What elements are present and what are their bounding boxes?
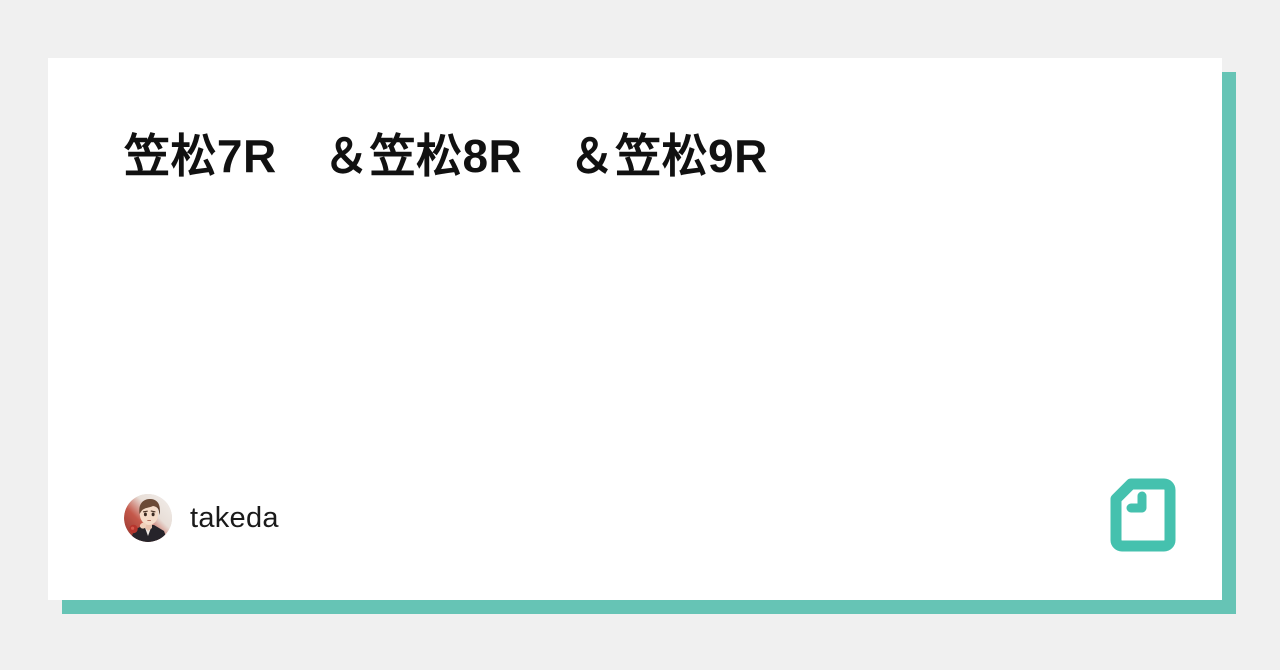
page-title: 笠松7R ＆笠松8R ＆笠松9R [124,130,768,182]
author-block[interactable]: takeda [124,494,279,542]
avatar[interactable] [124,494,172,542]
author-name: takeda [190,501,279,534]
article-card: 笠松7R ＆笠松8R ＆笠松9R [48,58,1222,600]
note-logo-icon [1110,478,1176,552]
card-footer: takeda [124,480,1176,556]
